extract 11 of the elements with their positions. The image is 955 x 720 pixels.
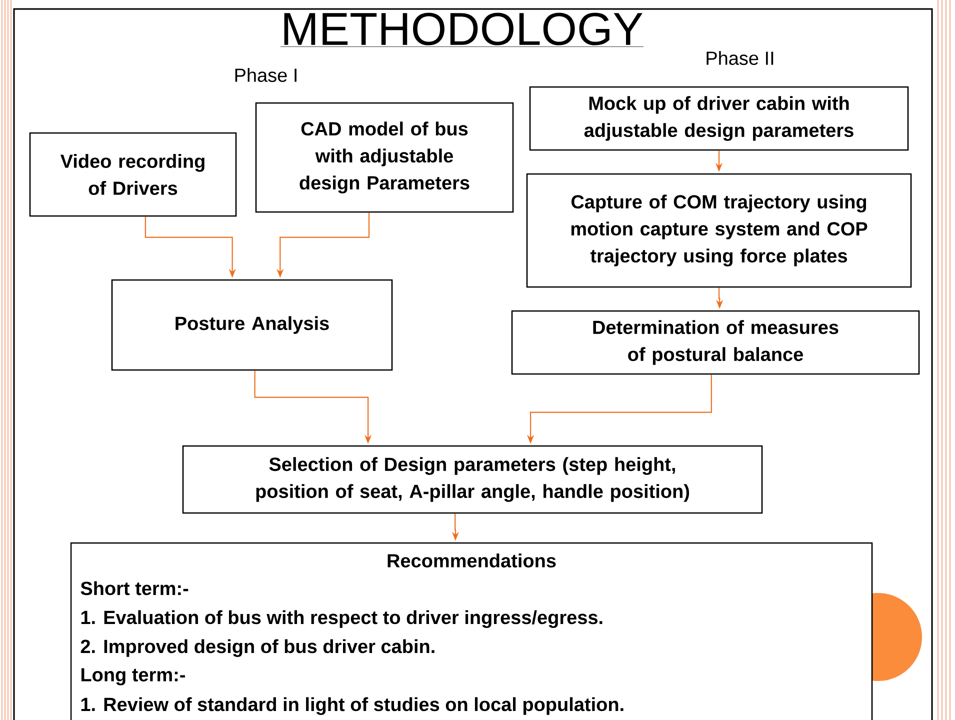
phase-label: Phase I: [235, 68, 296, 82]
process-box: Mock up of driver cabin with adjustable design parameters: [529, 86, 909, 151]
process-box: Posture Analysis: [111, 279, 393, 371]
process-box: Selection of Design parameters (step height, position of seat, A-pillar angle, handle position): [182, 445, 763, 514]
process-box: CAD model of bus with adjustable design Parameters: [255, 102, 514, 213]
process-box: Determination of measures of postural balance: [511, 310, 920, 375]
title: METHODOLOGY: [280, 12, 644, 47]
phase-label: Phase II: [706, 51, 774, 65]
process-box: Video recording of Drivers: [29, 132, 237, 217]
process-box: Capture of COM trajectory using motion capture system and COP trajectory using force plates: [526, 173, 912, 288]
recommendations-box: Recommendations Short term:- 1. Evaluation of bus with respect to driver ingress/egress. 2. Improved design of bus driver cabin. Long term:- 1. Review of standard in light of studies on local population.: [70, 542, 873, 720]
